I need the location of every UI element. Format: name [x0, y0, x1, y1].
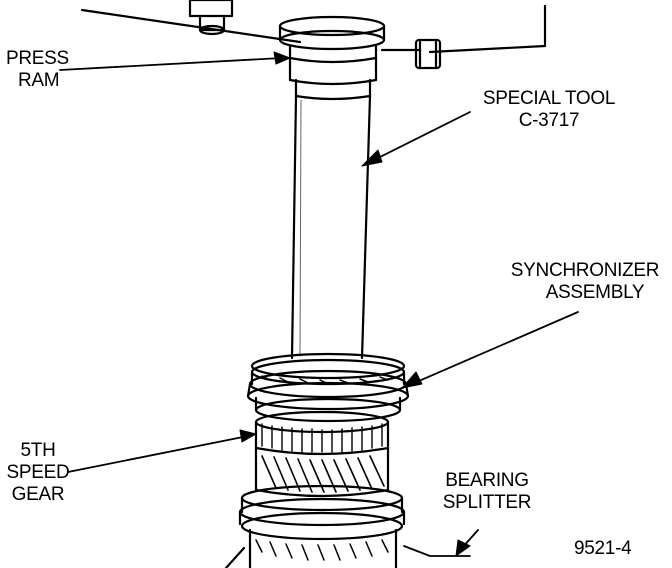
special-tool-shaft	[290, 94, 372, 360]
label-bearing-splitter-line-1: BEARING	[445, 470, 529, 491]
figure-number: 9521-4	[574, 538, 632, 559]
label-synchronizer-line-1: SYNCHRONIZER	[510, 260, 660, 281]
label-synchronizer-assembly: SYNCHRONIZER ASSEMBLY	[500, 260, 670, 304]
label-press-ram-line-1: PRESS	[6, 48, 69, 69]
label-press-ram: PRESS RAM	[6, 48, 69, 92]
label-press-ram-line-2: RAM	[18, 70, 60, 91]
label-special-tool-line-2: C-3717	[518, 110, 580, 131]
leader-lines	[59, 57, 579, 549]
label-fifth-gear-line-3: GEAR	[11, 484, 65, 505]
arrowhead-bearing-splitter	[455, 539, 471, 557]
bearing-splitter	[224, 484, 471, 568]
label-special-tool: SPECIAL TOOL C-3717	[474, 88, 624, 132]
arrowhead-fifth-gear	[239, 429, 257, 443]
label-fifth-gear-line-1: 5TH	[20, 440, 56, 461]
arrowhead-special-tool	[361, 149, 383, 167]
press-bolt-top	[188, 0, 234, 36]
fifth-speed-gear	[254, 410, 390, 498]
label-bearing-splitter: BEARING SPLITTER	[432, 470, 542, 514]
leader-press-ram	[59, 57, 283, 71]
press-frame-left	[80, 8, 302, 44]
label-synchronizer-line-2: ASSEMBLY	[545, 282, 645, 303]
leader-fifth-gear	[67, 435, 249, 473]
arrowheads	[239, 51, 471, 557]
arrowhead-synchronizer	[401, 371, 423, 389]
label-special-tool-line-1: SPECIAL TOOL	[482, 88, 616, 109]
label-fifth-speed-gear: 5TH SPEED GEAR	[6, 440, 70, 506]
leader-synchronizer	[411, 311, 579, 385]
label-bearing-splitter-line-2: SPLITTER	[442, 492, 532, 513]
leader-special-tool	[369, 111, 471, 163]
label-fifth-gear-line-2: SPEED	[6, 462, 70, 483]
press-ram	[278, 15, 386, 101]
arrowhead-press-ram	[273, 51, 291, 65]
press-frame-right	[380, 4, 547, 70]
